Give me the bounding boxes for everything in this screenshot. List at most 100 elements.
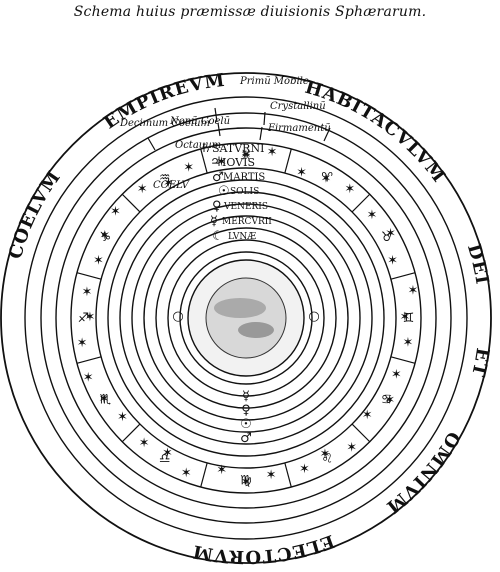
earth-core [205, 277, 287, 359]
mercury-ring [167, 239, 325, 397]
sagittarius-icon: ♐ [78, 311, 90, 326]
jupiter-icon: ♃ [210, 155, 222, 170]
star-icon: ✶ [344, 182, 355, 197]
label-coelum: COELV [153, 180, 191, 191]
zodiac-divider [284, 148, 292, 174]
zodiac-stars: ✶✶✶✶✶✶✶✶✶✶✶✶✶✶✶✶✶✶✶✶✶✶✶✶✶✶✶✶✶✶✶✶✶✶✶✶ [77, 145, 419, 490]
outer-ring [0, 72, 492, 564]
zodiac-divider [200, 462, 208, 488]
zodiac-divider [351, 193, 371, 213]
sun-icon: ☉ [218, 184, 230, 199]
saturn-ring [107, 179, 385, 457]
label-octauum: Octauum [175, 140, 221, 151]
star-icon: ✶ [181, 466, 192, 481]
zodiac-divider [76, 356, 102, 364]
label-crystallinum: Crystallinũ [270, 101, 326, 112]
moon-right-icon: ○ [308, 309, 319, 324]
star-icon: ✶ [267, 145, 278, 160]
page-title: Schema huius præmissæ diuisionis Sphærar… [73, 4, 427, 20]
zodiac-divider [200, 148, 208, 174]
outer-word-coelum: COELVM [5, 167, 65, 262]
zodiac-divider [121, 193, 141, 213]
earth-land-mass-2 [238, 322, 274, 338]
ninth-sphere-ring [55, 127, 437, 509]
mars-ring [131, 203, 361, 433]
star-icon: ✶ [77, 336, 88, 351]
zodiac-divider [390, 356, 416, 364]
zodiac-divider [76, 272, 102, 280]
outer-word-dei: DEI [463, 242, 493, 287]
star-icon: ✶ [216, 155, 227, 170]
star-icon: ✶ [266, 468, 277, 483]
planet-symbols: ♄ ♃ ♂ ☉ ♀ ☿ ☾ ☿ ♀ ☉ ♂ ○ ○ [172, 141, 319, 446]
label-primum-mobile: Primũ Mobile [239, 76, 309, 87]
label-solis: SOLIS [230, 187, 259, 197]
star-icon: ✶ [407, 284, 418, 299]
tenth-sphere-dividers [147, 107, 331, 151]
star-icon: ✶ [299, 462, 310, 477]
star-icon: ✶ [93, 253, 104, 268]
star-icon: ✶ [391, 368, 402, 383]
leo-icon: ♌ [321, 452, 333, 467]
star-icon: ✶ [296, 165, 307, 180]
star-icon: ✶ [137, 182, 148, 197]
zodiac-divider [351, 423, 371, 443]
zodiac-dividers [76, 148, 416, 488]
star-icon: ✶ [387, 254, 398, 269]
star-icon: ✶ [82, 285, 93, 300]
star-icon: ✶ [366, 208, 377, 223]
star-icon: ✶ [321, 171, 332, 186]
star-icon: ✶ [110, 204, 121, 219]
virgo-icon: ♍ [240, 474, 252, 489]
star-icon: ✶ [139, 436, 150, 451]
star-icon: ✶ [400, 310, 411, 325]
cancer-icon: ♋ [381, 392, 393, 407]
mars-icon: ♂ [212, 170, 224, 185]
mars-bottom-icon: ♂ [240, 431, 252, 446]
label-mercurii: MERCVRII [222, 217, 272, 227]
outer-word-omnium: OMNIVM [382, 428, 464, 518]
moon-ring [179, 251, 313, 385]
moon-left-icon: ○ [172, 309, 183, 324]
pisces-icon: ♓ [240, 149, 252, 164]
label-decimum: Decimum Coelum [119, 118, 210, 129]
mercury-bottom-icon: ☿ [242, 389, 250, 404]
label-nonum: Nonũ Coelũ [169, 116, 230, 127]
sun-bottom-icon: ☉ [240, 417, 252, 432]
venus-ring [155, 227, 337, 409]
star-icon: ✶ [241, 148, 252, 163]
scorpio-icon: ♏ [99, 392, 111, 407]
empyrean-inner-ring [24, 96, 468, 540]
star-icon: ✶ [183, 161, 194, 176]
aquarius-icon: ♒ [159, 170, 171, 185]
star-icon: ✶ [83, 371, 94, 386]
star-icon: ✶ [346, 441, 357, 456]
zodiac-divider [121, 423, 141, 443]
saturn-icon: ♄ [200, 141, 212, 156]
star-icon: ✶ [216, 463, 227, 478]
star-icon: ✶ [162, 446, 173, 461]
earth-land-mass [214, 298, 266, 318]
label-martis: MARTIS [223, 172, 265, 183]
libra-icon: ♎ [159, 452, 171, 467]
tenth-sphere-ring [40, 112, 452, 524]
star-icon: ✶ [385, 227, 396, 242]
capricorn-icon: ♑ [99, 230, 111, 245]
star-icon: ✶ [384, 393, 395, 408]
eighth-sphere-ring [70, 142, 422, 494]
star-icon: ✶ [320, 447, 331, 462]
star-icon: ✶ [362, 408, 373, 423]
star-icon: ✶ [163, 176, 174, 191]
star-icon: ✶ [99, 392, 110, 407]
zodiac-divider [390, 272, 416, 280]
star-icon: ✶ [99, 229, 110, 244]
mercury-icon: ☿ [210, 214, 218, 229]
gemini-icon: ♊ [403, 311, 415, 326]
label-lunae: LVNÆ [228, 232, 256, 242]
venus-bottom-icon: ♀ [241, 403, 251, 418]
moon-icon: ☾ [212, 229, 224, 244]
label-firmamentum: Firmamentũ [267, 123, 331, 134]
jupiter-ring [119, 191, 373, 445]
zodiac-divider [284, 462, 292, 488]
